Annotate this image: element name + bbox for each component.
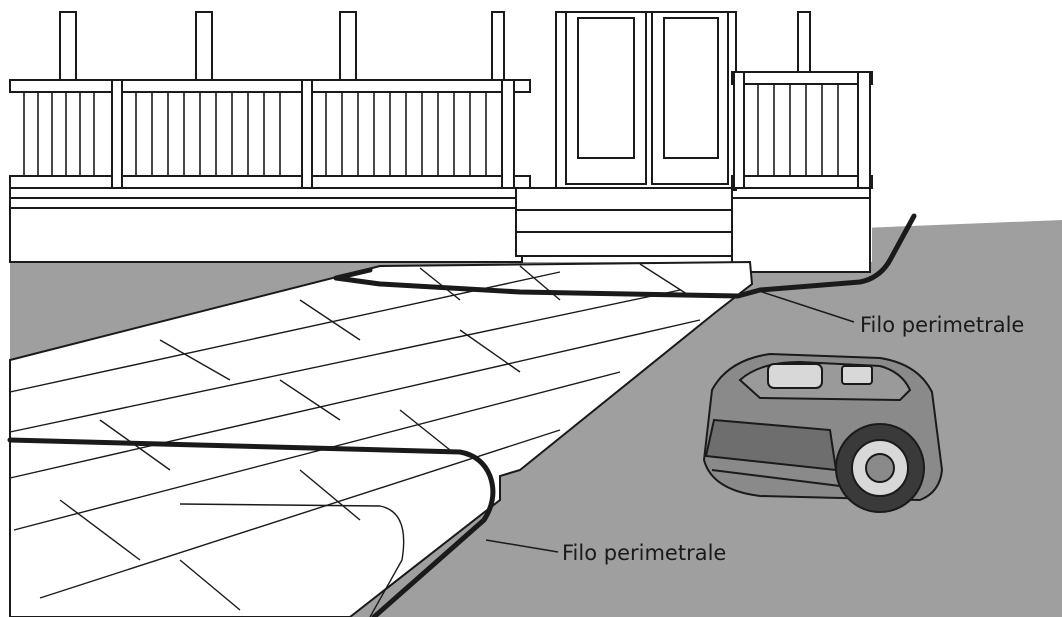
callout-label-top: Filo perimetrale [860, 313, 1024, 337]
callout-label-bottom: Filo perimetrale [562, 541, 726, 565]
robotic-lawn-mower-icon [704, 354, 942, 512]
